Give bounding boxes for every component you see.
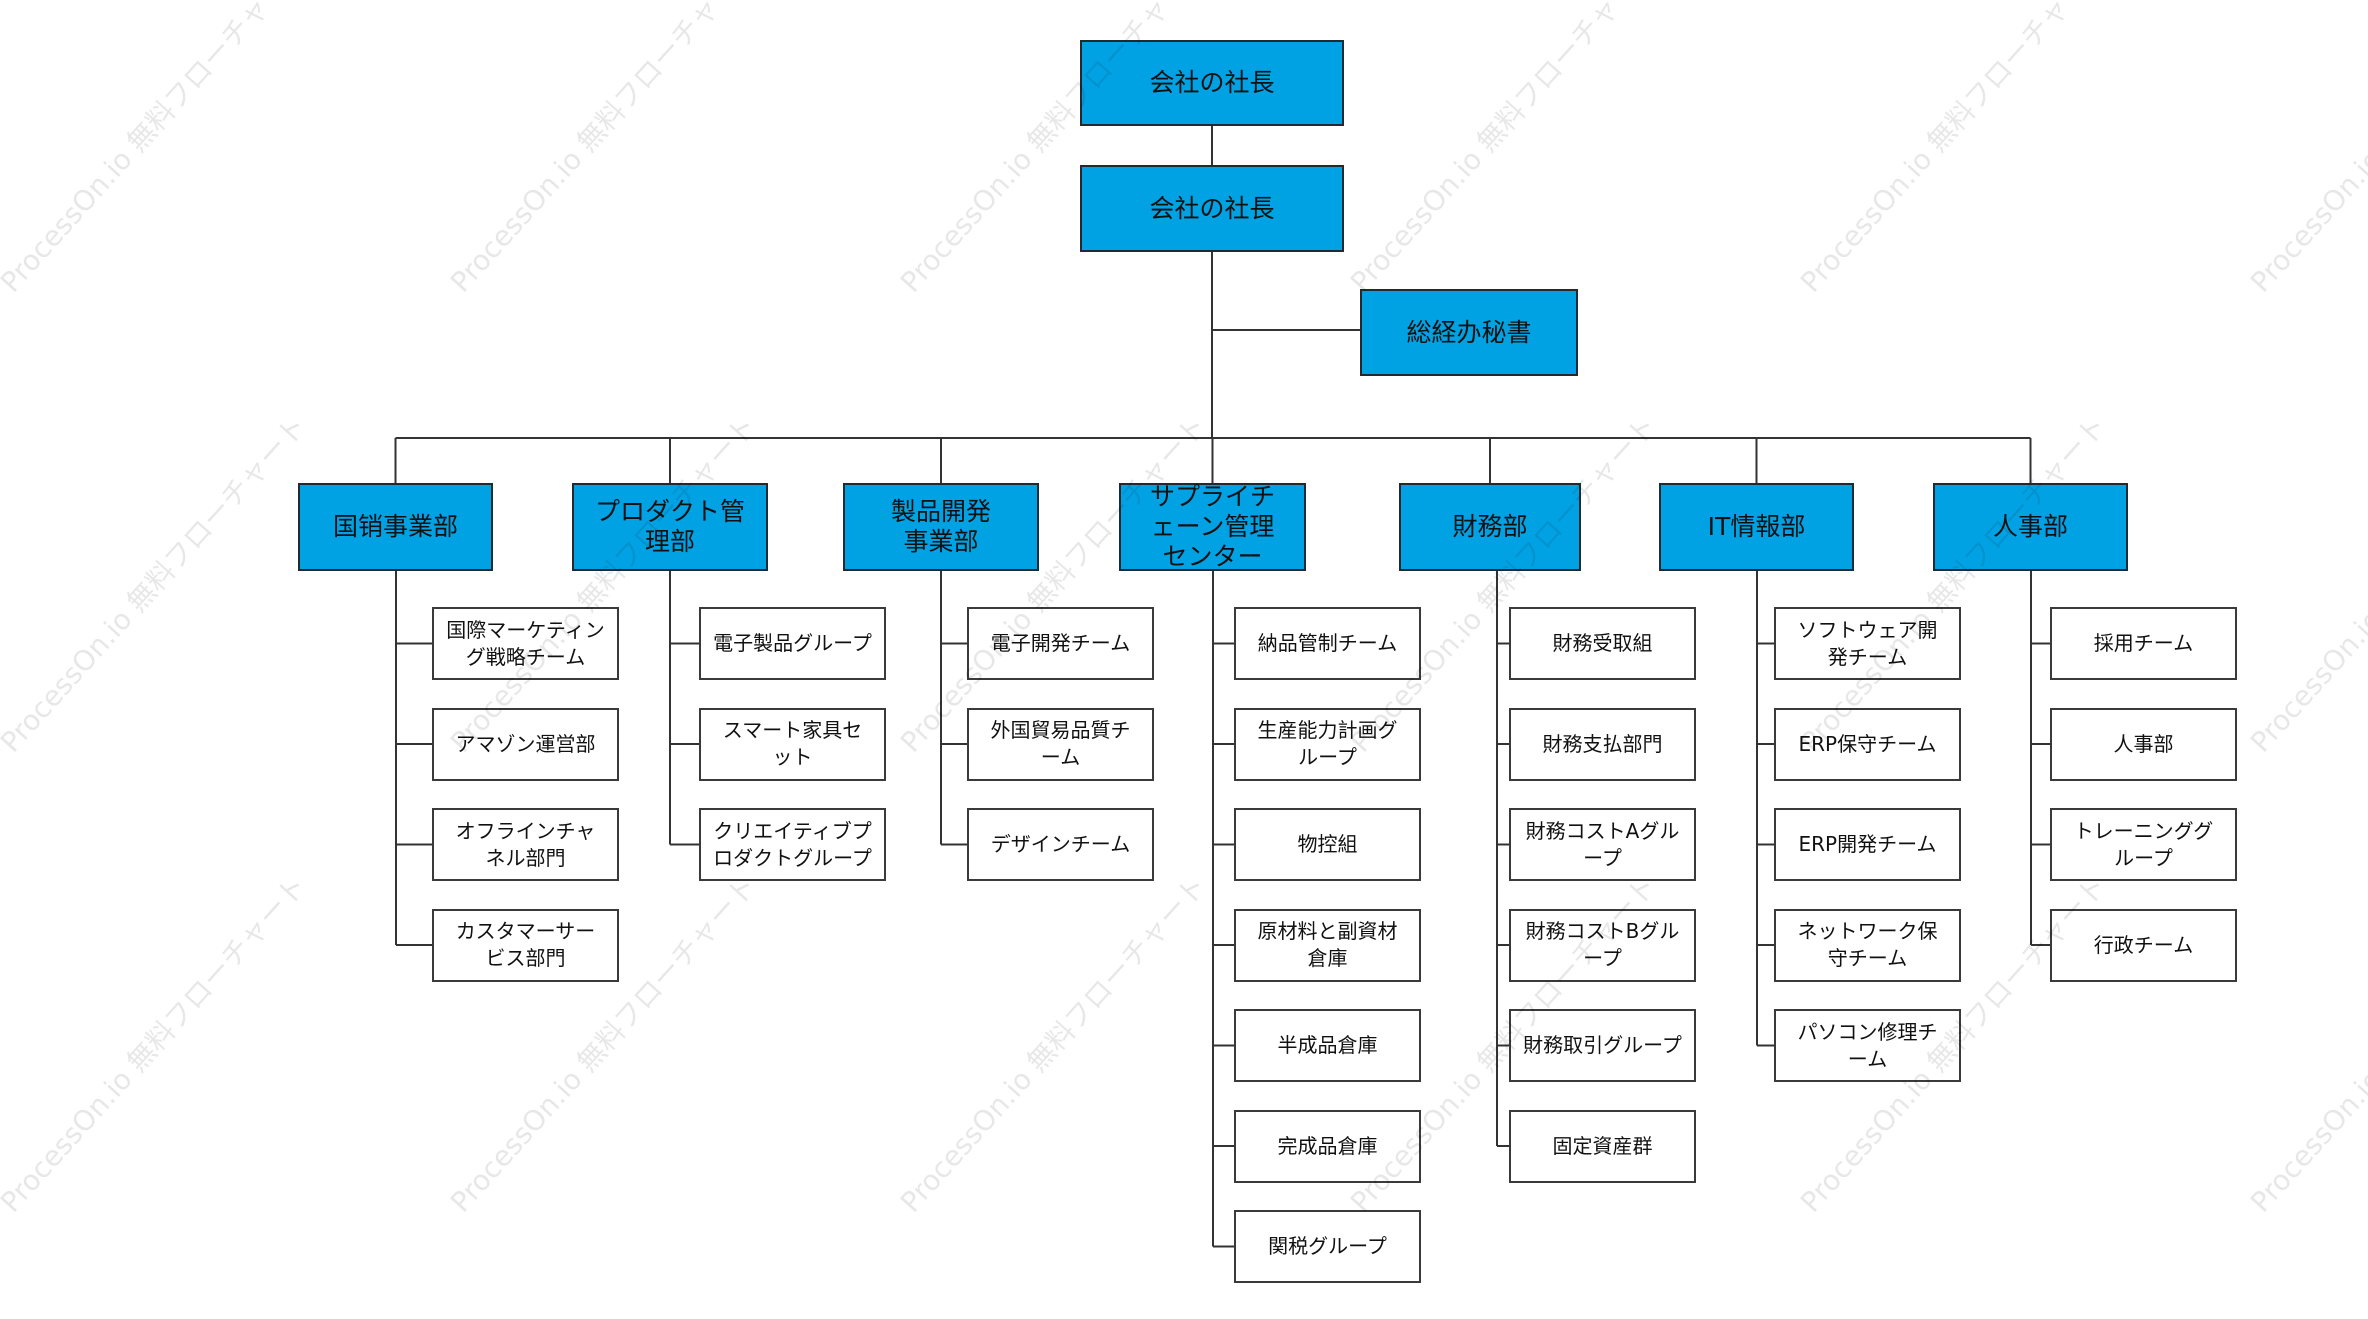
child-box[interactable]: 行政チーム [2050,908,2237,982]
child-box[interactable]: オフラインチャネル部門 [432,808,619,881]
second-box[interactable]: 会社の社長 [1080,165,1344,252]
child-box[interactable]: 半成品倉庫 [1234,1009,1421,1082]
child-box[interactable]: 生産能力計画グループ [1234,707,1421,781]
dept-box-3[interactable]: サプライチェーン管理センター [1119,482,1306,571]
child-box[interactable]: ソフトウェア開発チーム [1774,607,1961,680]
child-box-label: 財務受取組 [1552,631,1653,655]
dept-box-4[interactable]: 財務部 [1399,483,1581,571]
child-box[interactable]: 固定資産群 [1509,1109,1696,1183]
child-box[interactable]: 財務支払部門 [1509,707,1696,781]
child-box[interactable]: 電子製品グループ [699,607,886,680]
top-box-label: 会社の社長 [1149,68,1275,97]
child-box-label: オフラインチャネル部門 [455,818,596,870]
child-box-label: クリエイティブプロダクトグループ [713,818,872,870]
child-box-label: トレーニンググループ [2073,818,2214,870]
dept-box-1[interactable]: プロダクト管理部 [572,483,768,571]
child-box-label: 原材料と副資材倉庫 [1257,919,1398,970]
child-box-label: 人事部 [2113,731,2174,756]
assistant-box-label: 総経办秘書 [1406,317,1532,347]
child-box-label: 関税グループ [1268,1234,1387,1258]
child-box[interactable]: 採用チーム [2050,607,2237,680]
dept-box-2-label: 製品開発 事業部 [890,497,991,556]
child-box[interactable]: 財務コストBグループ [1509,908,1696,982]
dept-box-5[interactable]: IT情報部 [1659,483,1854,571]
child-box[interactable]: デザインチーム [967,808,1154,881]
dept-box-6[interactable]: 人事部 [1933,483,2128,571]
child-box[interactable]: 納品管制チーム [1234,607,1421,680]
child-box-label: 採用チーム [2093,631,2194,655]
child-box-label: パソコン修理チーム [1797,1019,1938,1071]
assistant-box[interactable]: 総経办秘書 [1360,289,1578,376]
child-box-label: 国際マーケティング戦略チーム [446,617,605,669]
dept-box-0-label: 国销事業部 [332,512,458,541]
child-box-label: ERP保守チーム [1798,731,1937,756]
child-box-label: 物控組 [1297,832,1358,856]
child-box[interactable]: ネットワーク保守チーム [1774,908,1961,982]
child-box-label: 外国貿易品質チーム [990,718,1131,769]
child-box-label: ソフトウェア開発チーム [1797,617,1938,669]
child-box-label: アマゾン運営部 [455,731,596,756]
top-box[interactable]: 会社の社長 [1080,40,1344,126]
child-box-label: デザインチーム [990,832,1131,856]
dept-box-1-label: プロダクト管理部 [594,497,745,556]
child-box[interactable]: 外国貿易品質チーム [967,707,1154,781]
child-box-label: 財務取引グループ [1523,1033,1682,1057]
child-box[interactable]: カスタマーサービス部門 [432,908,619,982]
child-box[interactable]: 関税グループ [1234,1210,1421,1283]
child-box-label: 納品管制チーム [1257,631,1398,655]
child-box-label: 完成品倉庫 [1277,1133,1378,1158]
child-box[interactable]: トレーニンググループ [2050,808,2237,881]
child-box-label: 固定資産群 [1552,1133,1653,1158]
child-box-label: 行政チーム [2093,932,2194,957]
child-box[interactable]: ERP保守チーム [1774,707,1961,781]
dept-box-5-label: IT情報部 [1707,512,1806,541]
dept-box-0[interactable]: 国销事業部 [298,483,493,571]
child-box[interactable]: アマゾン運営部 [432,707,619,781]
dept-box-4-label: 財務部 [1452,512,1528,541]
child-box[interactable]: 物控組 [1234,808,1421,881]
child-box-label: ネットワーク保守チーム [1797,919,1938,970]
child-box[interactable]: 原材料と副資材倉庫 [1234,908,1421,982]
dept-box-3-label: サプライチェーン管理センター [1149,482,1275,571]
second-box-label: 会社の社長 [1149,193,1275,223]
child-box[interactable]: 財務受取組 [1509,607,1696,680]
child-box[interactable]: 完成品倉庫 [1234,1109,1421,1183]
child-box-label: 電子製品グループ [713,631,872,655]
child-box-label: 財務支払部門 [1542,731,1663,756]
child-box[interactable]: ERP開発チーム [1774,808,1961,881]
child-box[interactable]: 電子開発チーム [967,607,1154,680]
child-box[interactable]: 人事部 [2050,707,2237,781]
child-box[interactable]: 財務コストAグループ [1509,808,1696,881]
dept-box-2[interactable]: 製品開発 事業部 [843,483,1039,571]
child-box[interactable]: パソコン修理チーム [1774,1009,1961,1082]
child-box-label: ERP開発チーム [1798,832,1937,856]
child-box[interactable]: 国際マーケティング戦略チーム [432,607,619,680]
child-box-label: 財務コストAグループ [1525,818,1680,870]
child-box-label: 生産能力計画グループ [1257,718,1398,769]
child-box-label: スマート家具セット [722,718,863,769]
child-box[interactable]: クリエイティブプロダクトグループ [699,808,886,881]
dept-box-6-label: 人事部 [1992,512,2068,541]
child-box-label: 財務コストBグループ [1525,919,1680,970]
child-box[interactable]: 財務取引グループ [1509,1009,1696,1082]
child-box[interactable]: スマート家具セット [699,707,886,781]
child-box-label: 電子開発チーム [990,631,1131,655]
child-box-label: カスタマーサービス部門 [455,919,596,970]
child-box-label: 半成品倉庫 [1277,1033,1378,1057]
